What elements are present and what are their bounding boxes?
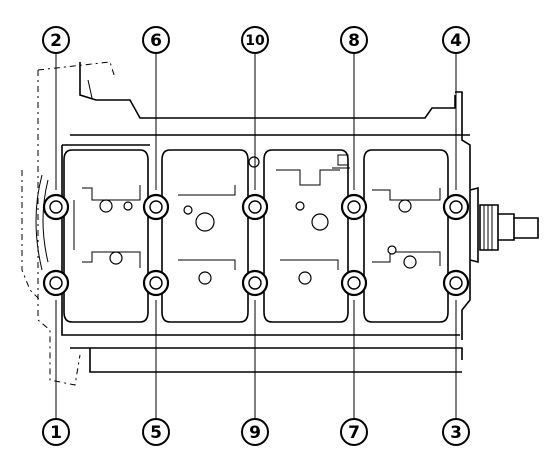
label-top-5-text: 4 (450, 31, 462, 51)
leader-lines (55, 54, 457, 418)
label-top-2: 6 (142, 26, 170, 54)
bolt-8 (340, 193, 368, 221)
label-top-4: 8 (340, 26, 368, 54)
bolt-7 (340, 269, 368, 297)
bolts-top-row (42, 193, 470, 221)
label-top-3: 10 (241, 26, 269, 54)
bolt-5 (142, 269, 170, 297)
label-top-3-text: 10 (245, 33, 265, 49)
label-top-1-text: 2 (50, 31, 62, 51)
bearing-bays (63, 149, 449, 323)
crankshaft-end (469, 186, 539, 264)
label-top-4-text: 8 (348, 31, 360, 51)
bolt-2 (42, 193, 70, 221)
label-bottom-2-text: 5 (150, 423, 162, 443)
bolt-3 (442, 269, 470, 297)
labels-top: 2 6 10 8 4 (42, 26, 470, 54)
label-bottom-1: 1 (42, 418, 70, 446)
bolt-10 (241, 193, 269, 221)
label-bottom-3: 9 (241, 418, 269, 446)
bolt-4 (442, 193, 470, 221)
label-top-5: 4 (442, 26, 470, 54)
label-bottom-3-text: 9 (249, 423, 261, 443)
label-bottom-4-text: 7 (348, 423, 360, 443)
label-bottom-5: 3 (442, 418, 470, 446)
label-bottom-4: 7 (340, 418, 368, 446)
bolts-bottom-row (42, 269, 470, 297)
labels-bottom: 1 5 9 7 3 (42, 418, 470, 446)
block-outline (21, 61, 471, 386)
label-bottom-5-text: 3 (450, 423, 462, 443)
label-bottom-1-text: 1 (50, 423, 62, 443)
label-top-2-text: 6 (150, 31, 162, 51)
bolt-1 (42, 269, 70, 297)
bolt-6 (142, 193, 170, 221)
bolt-9 (241, 269, 269, 297)
label-bottom-2: 5 (142, 418, 170, 446)
label-top-1: 2 (42, 26, 70, 54)
